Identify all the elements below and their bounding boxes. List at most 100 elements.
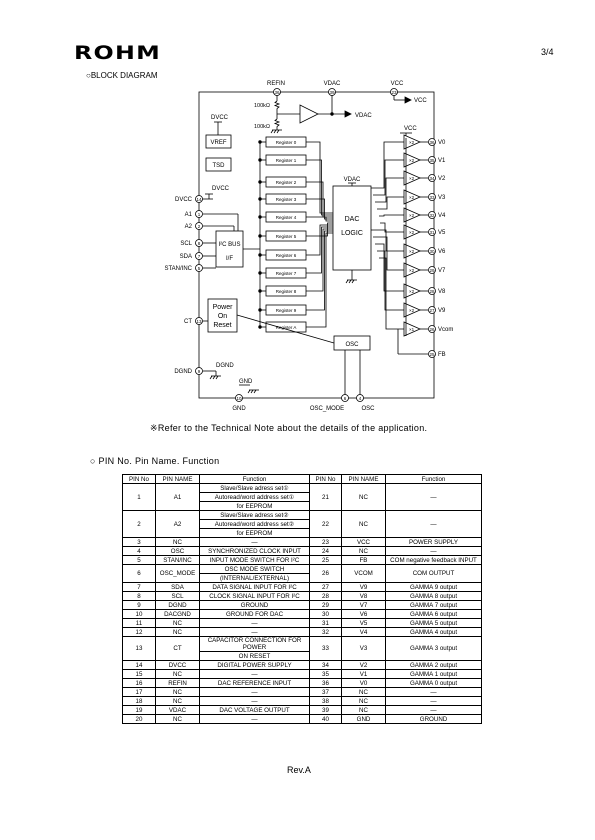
pin-name: NC (341, 705, 386, 715)
bottom-gnd-label: GND (232, 406, 246, 412)
left-pin-label: A2 (185, 224, 193, 230)
dac-label: DAC (345, 216, 360, 223)
pin-name: NC (341, 546, 386, 556)
pin-function: GROUND (199, 600, 310, 610)
ground-hatch (212, 375, 216, 380)
pin-name: V2 (341, 660, 386, 670)
right-pin-number: 35 (429, 158, 435, 163)
right-pin-label: V1 (438, 158, 446, 164)
application-note: ※Refer to the Technical Note about the d… (150, 423, 428, 433)
header-pin-no-2: PIN No (309, 474, 342, 484)
pin-name: OSC_MODE (155, 564, 200, 583)
left-pin-number: 7 (198, 254, 201, 259)
power-on-reset-label: Power (213, 304, 234, 311)
register-label: Register 9 (276, 308, 297, 313)
right-pin-number: 26 (429, 327, 435, 332)
dac-output-wire (373, 159, 404, 196)
left-pin-label: DVCC (175, 197, 193, 203)
tsd-label: TSD (213, 163, 226, 169)
osc-mode-pin (341, 394, 349, 402)
pin-function: DAC VOLTAGE OUTPUT (199, 705, 310, 715)
pin-name: NC (341, 687, 386, 697)
refin-pin-number: 36 (274, 90, 280, 95)
register-bus-wire (306, 232, 333, 328)
pin-function: — (385, 546, 482, 556)
resistor-icon (273, 100, 281, 109)
pin-number: 32 (309, 627, 342, 637)
pin-name: VDAC (155, 705, 200, 715)
vcc-label: VCC (391, 81, 404, 87)
right-pin-label: V4 (438, 213, 446, 219)
ground-hatch (215, 375, 219, 380)
pin-name: V8 (341, 591, 386, 601)
pin-name: V9 (341, 582, 386, 592)
pin-function: GAMMA 4 output (385, 627, 482, 637)
pin-number: 35 (309, 669, 342, 679)
dac-output-wire (375, 177, 404, 203)
refin-label: REFIN (267, 81, 285, 87)
pin-name: V7 (341, 600, 386, 610)
resistor2-label: 100kΩ (254, 124, 270, 130)
right-pin-label: V6 (438, 249, 446, 255)
pin-function: GAMMA 8 output (385, 591, 482, 601)
amplifier-gain-label: ×1 (409, 327, 415, 332)
vdac-label: VDAC (324, 81, 341, 87)
pin-function: Slave/Slave adress set① (199, 483, 310, 493)
block-diagram-title: ○BLOCK DIAGRAM (86, 71, 158, 80)
register-label: Register 3 (276, 197, 297, 202)
pin-name: V3 (341, 636, 386, 661)
pin-number: 31 (309, 618, 342, 628)
right-pin-label: V5 (438, 230, 446, 236)
pin-number: 12 (122, 627, 156, 637)
dac-output-wire (371, 229, 404, 252)
register-label: Register 2 (276, 180, 297, 185)
pin-name: VCC (341, 537, 386, 547)
pin-number: 26 (309, 564, 342, 583)
pin-function: — (199, 537, 310, 547)
register-bus-wire (306, 228, 333, 292)
power-on-reset-label: Reset (213, 322, 231, 329)
pin-number: 29 (309, 600, 342, 610)
right-pin (428, 325, 436, 333)
pin-number: 34 (309, 660, 342, 670)
pin-name: DGND (155, 600, 200, 610)
pin-name: SCL (155, 591, 200, 601)
register-bus-wire (306, 141, 333, 214)
ground-hatch (345, 279, 349, 284)
header-function: Function (199, 474, 310, 484)
pin-name: V0 (341, 678, 386, 688)
pin-number: 39 (309, 705, 342, 715)
dac-output-wire (377, 250, 404, 311)
pin-number: 4 (122, 546, 156, 556)
right-pin (428, 156, 436, 164)
pin-number: 40 (309, 714, 342, 724)
pin-function: DATA SIGNAL INPUT FOR I²C (199, 582, 310, 592)
dac-output-wire (380, 222, 404, 233)
register-bus-wire (306, 224, 333, 256)
wire (236, 314, 335, 344)
logic-label: LOGIC (341, 230, 363, 237)
right-pin-number: 31 (429, 230, 435, 235)
left-pin-number: 13 (196, 319, 202, 324)
pin-function: DIGITAL POWER SUPPLY (199, 660, 310, 670)
dac-output-wire (379, 214, 404, 217)
left-pin (195, 222, 203, 230)
pin-name: REFIN (155, 678, 200, 688)
rohm-logo: ROHM (74, 42, 161, 64)
left-pin (195, 317, 203, 325)
left-pin-label: SDA (180, 254, 192, 260)
pin-function: GAMMA 1 output (385, 669, 482, 679)
pin-function: GAMMA 2 output (385, 660, 482, 670)
pin-name: V4 (341, 627, 386, 637)
pin-name: NC (341, 510, 386, 538)
right-pin (428, 211, 436, 219)
left-pin (195, 264, 203, 272)
pin-function: COM negative feedback INPUT (385, 555, 482, 565)
right-pin-number: 25 (429, 352, 435, 357)
